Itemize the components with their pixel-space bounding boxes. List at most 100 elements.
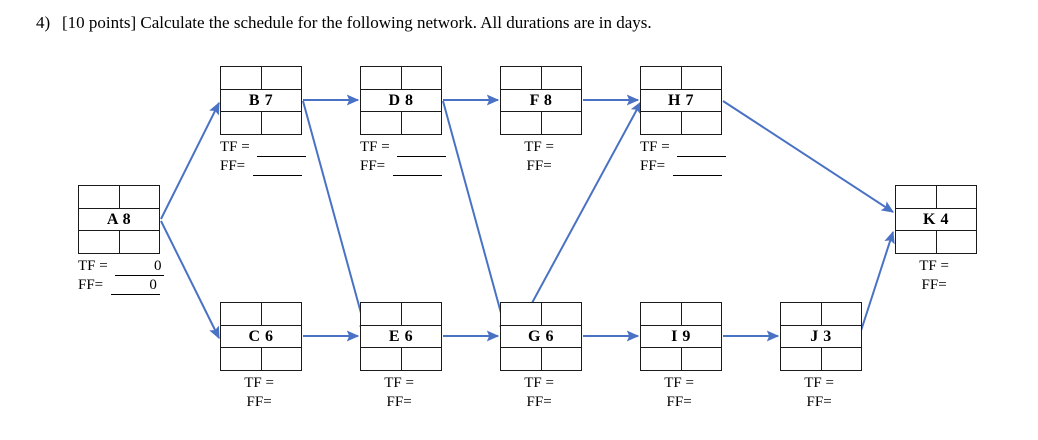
slack-tf-value-D[interactable] <box>397 156 447 157</box>
cell-ef-I[interactable] <box>682 303 722 325</box>
slack-ff-label-D: FF= <box>360 158 389 174</box>
node-I[interactable]: I 9 TF = FF= <box>640 302 722 412</box>
node-H[interactable]: H 7 TF = FF= <box>640 66 727 176</box>
cell-lf-A[interactable] <box>120 231 160 253</box>
cell-ef-C[interactable] <box>262 303 302 325</box>
node-box-C: C 6 <box>220 302 302 371</box>
node-E[interactable]: E 6 TF = FF= <box>360 302 442 412</box>
cell-es-I[interactable] <box>641 303 682 325</box>
cell-lf-B[interactable] <box>262 112 302 134</box>
cell-ls-E[interactable] <box>361 348 402 371</box>
node-A[interactable]: A 8 TF = 0 FF= 0 <box>78 185 165 295</box>
node-box-D: D 8 <box>360 66 442 135</box>
node-slack-A: TF = 0 FF= 0 <box>78 257 165 295</box>
slack-tf-row-A: TF = 0 <box>78 257 165 276</box>
cell-es-F[interactable] <box>501 67 542 89</box>
node-row-top-C <box>221 303 301 326</box>
node-row-mid-D: D 8 <box>361 90 441 112</box>
node-label-D: D 8 <box>388 91 414 109</box>
cell-es-A[interactable] <box>79 186 120 208</box>
node-row-top-J <box>781 303 861 326</box>
cell-lf-K[interactable] <box>937 231 977 253</box>
cell-lf-H[interactable] <box>682 112 722 134</box>
node-row-bottom-F <box>501 111 582 135</box>
slack-ff-label-H: FF= <box>640 158 669 174</box>
slack-ff-value-H[interactable] <box>672 175 722 176</box>
cell-lf-F[interactable] <box>542 112 582 134</box>
cell-ef-K[interactable] <box>937 186 977 208</box>
node-row-top-K <box>896 186 976 209</box>
edge-A-B <box>160 101 220 220</box>
node-J[interactable]: J 3 TF = FF= <box>780 302 862 412</box>
node-B[interactable]: B 7 TF = FF= <box>220 66 307 176</box>
node-row-bottom-C <box>221 347 302 371</box>
node-C[interactable]: C 6 TF = FF= <box>220 302 302 412</box>
node-row-bottom-K <box>896 230 977 254</box>
node-label-E: E 6 <box>388 327 414 345</box>
cell-es-B[interactable] <box>221 67 262 89</box>
cell-es-C[interactable] <box>221 303 262 325</box>
cell-ls-C[interactable] <box>221 348 262 371</box>
cell-es-K[interactable] <box>896 186 937 208</box>
cell-lf-D[interactable] <box>402 112 442 134</box>
cell-lf-G[interactable] <box>542 348 582 370</box>
slack-ff-row-F: FF= <box>500 157 582 176</box>
node-row-bottom-H <box>641 111 722 135</box>
cell-ls-B[interactable] <box>221 112 262 135</box>
node-F[interactable]: F 8 TF = FF= <box>500 66 582 176</box>
slack-ff-value-D[interactable] <box>392 175 442 176</box>
cell-ls-H[interactable] <box>641 112 682 135</box>
cell-ls-K[interactable] <box>896 231 937 254</box>
cell-es-H[interactable] <box>641 67 682 89</box>
slack-tf-label-J: TF = <box>804 375 838 391</box>
cell-ef-J[interactable] <box>822 303 862 325</box>
cell-lf-E[interactable] <box>402 348 442 370</box>
slack-ff-row-C: FF= <box>220 393 302 412</box>
cell-lf-J[interactable] <box>822 348 862 370</box>
node-G[interactable]: G 6 TF = FF= <box>500 302 582 412</box>
cell-ef-A[interactable] <box>120 186 160 208</box>
cell-ef-B[interactable] <box>262 67 302 89</box>
node-row-bottom-A <box>79 230 160 254</box>
cell-ls-I[interactable] <box>641 348 682 371</box>
cell-es-E[interactable] <box>361 303 402 325</box>
node-K[interactable]: K 4 TF = FF= <box>895 185 977 295</box>
cell-ef-E[interactable] <box>402 303 442 325</box>
node-label-H: H 7 <box>668 91 694 109</box>
slack-tf-value-A[interactable]: 0 <box>115 258 165 276</box>
slack-tf-value-B[interactable] <box>257 156 307 157</box>
node-row-bottom-J <box>781 347 862 371</box>
node-box-F: F 8 <box>500 66 582 135</box>
cell-es-D[interactable] <box>361 67 402 89</box>
node-box-G: G 6 <box>500 302 582 371</box>
cell-ef-G[interactable] <box>542 303 582 325</box>
cell-ls-D[interactable] <box>361 112 402 135</box>
cell-ls-J[interactable] <box>781 348 822 371</box>
node-slack-D: TF = FF= <box>360 138 447 176</box>
slack-tf-row-K: TF = <box>895 257 977 276</box>
cell-lf-C[interactable] <box>262 348 302 370</box>
node-slack-I: TF = FF= <box>640 374 722 412</box>
cell-es-J[interactable] <box>781 303 822 325</box>
cell-ef-H[interactable] <box>682 67 722 89</box>
cell-lf-I[interactable] <box>682 348 722 370</box>
slack-ff-row-H: FF= <box>640 157 722 176</box>
node-box-I: I 9 <box>640 302 722 371</box>
node-row-top-G <box>501 303 581 326</box>
slack-tf-row-G: TF = <box>500 374 582 393</box>
node-row-bottom-B <box>221 111 302 135</box>
cell-es-G[interactable] <box>501 303 542 325</box>
cell-ef-F[interactable] <box>542 67 582 89</box>
node-row-mid-J: J 3 <box>781 326 861 348</box>
cell-ls-F[interactable] <box>501 112 542 135</box>
node-D[interactable]: D 8 TF = FF= <box>360 66 447 176</box>
cell-ls-A[interactable] <box>79 231 120 254</box>
cell-ls-G[interactable] <box>501 348 542 371</box>
slack-tf-value-H[interactable] <box>677 156 727 157</box>
slack-ff-value-A[interactable]: 0 <box>110 277 160 295</box>
cell-ef-D[interactable] <box>402 67 442 89</box>
slack-ff-value-B[interactable] <box>252 175 302 176</box>
slack-tf-row-H: TF = <box>640 138 727 157</box>
node-label-J: J 3 <box>810 327 832 345</box>
